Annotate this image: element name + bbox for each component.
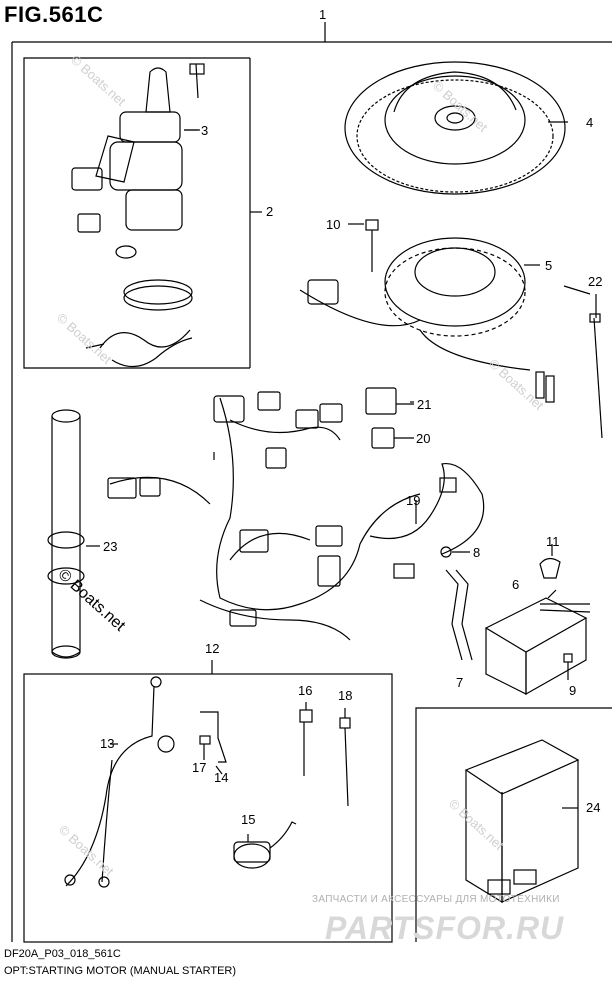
callout-2: 2 [266,204,274,219]
cable-tie-part-22 [589,294,603,439]
callout-19: 19 [406,493,421,508]
battery-cable-part-13 [64,676,175,888]
main-wire-harness [107,391,421,641]
flywheel-part-4 [344,61,568,195]
bolt-part-10 [348,219,379,272]
cable-tie-part-18 [339,708,351,807]
cable-tie-part-16 [299,702,313,776]
callout-20: 20 [416,431,431,446]
advert-logo: PARTSFOR.RU [325,910,565,946]
regulator-part-6 [484,597,591,696]
clip-part-11 [539,544,561,579]
bolt-part-8 [440,546,470,558]
callout-14: 14 [214,770,229,785]
callout-16: 16 [298,683,313,698]
callout-12: 12 [205,641,220,656]
callout-21: 21 [417,397,432,412]
bolt-part-9 [563,653,573,680]
bracket-part-7 [445,569,473,661]
callout-17: 17 [192,760,207,775]
relay-part-21 [365,387,414,415]
group-box-2 [23,57,262,369]
clamp-ring [123,279,193,311]
callout-15: 15 [241,812,256,827]
callout-6: 6 [512,577,520,592]
clamp-bracket [85,329,193,368]
leader-lines [184,129,591,599]
callout-4: 4 [586,115,594,130]
group-box-24 [415,707,612,942]
callout-22: 22 [588,274,603,289]
ecu-part-24 [464,739,580,904]
figure-description: OPT:STARTING MOTOR (MANUAL STARTER) [4,965,237,977]
assembly-bracket-1 [11,22,612,942]
relay-part-20 [371,427,414,449]
callout-9: 9 [569,683,577,698]
callout-8: 8 [473,545,481,560]
bracket-part-14 [200,711,227,775]
figure-code: DF20A_P03_018_561C [4,948,121,960]
callout-13: 13 [100,736,115,751]
callout-3: 3 [201,123,209,138]
callout-23: 23 [103,539,118,554]
callout-5: 5 [545,258,553,273]
figure-title: FIG.561C [4,2,104,27]
starter-switch-part-15 [233,821,297,869]
sub-harness-part-19 [369,462,485,579]
callout-1: 1 [319,7,327,22]
callout-10: 10 [326,217,341,232]
stator-part-5 [299,237,555,403]
callout-18: 18 [338,688,353,703]
callout-24: 24 [586,800,601,815]
starter-motor-part-3 [71,63,205,259]
bolt-part-17 [199,735,211,760]
advert-tagline: ЗАПЧАСТИ И АКСЕССУАРЫ ДЛЯ МОТОТЕХНИКИ [312,894,560,905]
callout-11: 11 [546,534,560,549]
group-box-12 [23,660,393,943]
rotor-part-23 [47,409,100,659]
callout-7: 7 [456,675,464,690]
